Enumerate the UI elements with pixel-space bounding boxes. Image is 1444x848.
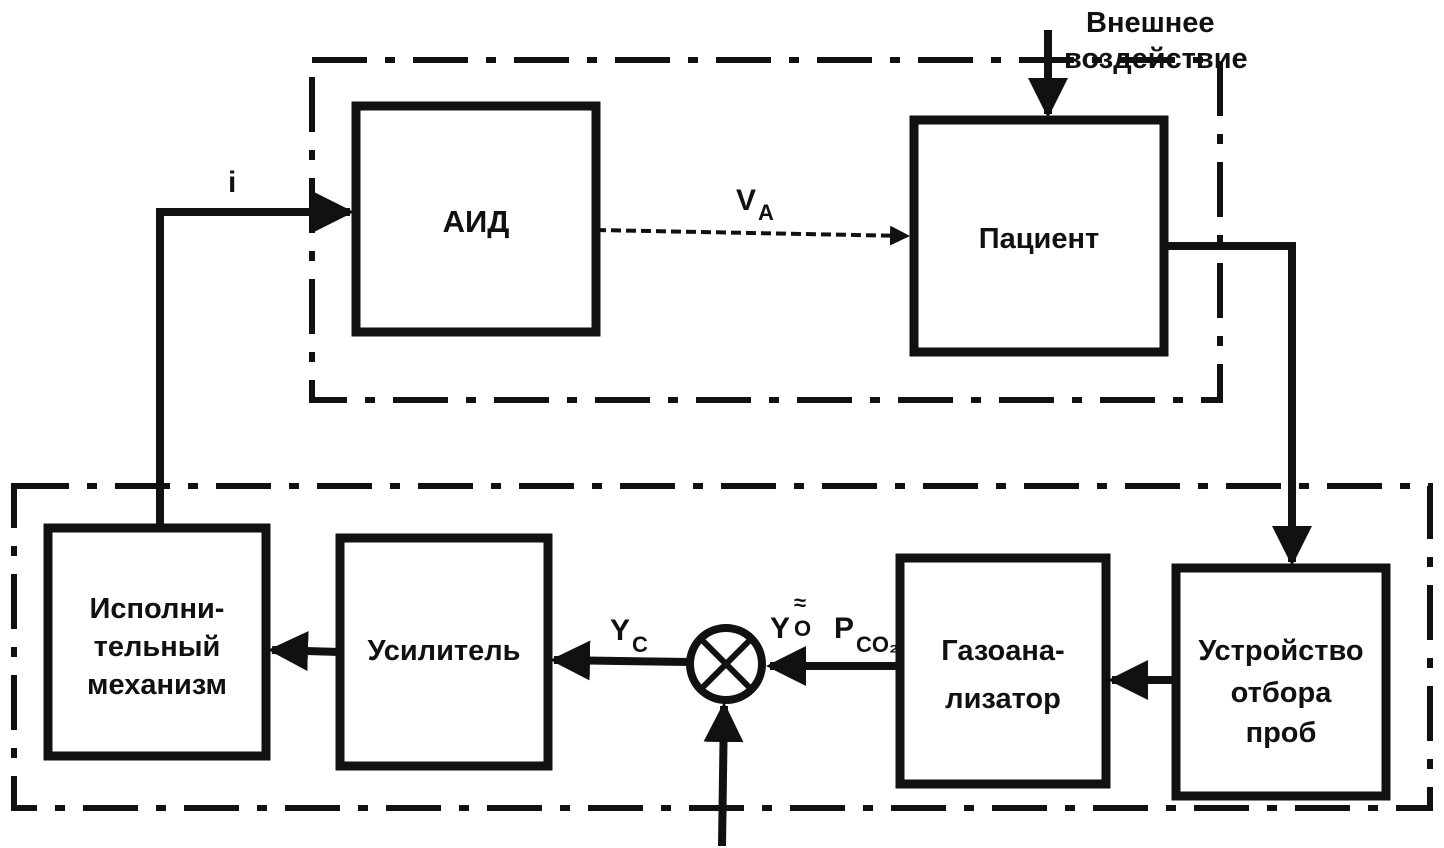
signal-va-main: V bbox=[736, 184, 756, 217]
wire-amplifier-to-actuator bbox=[268, 631, 341, 672]
summing-junction bbox=[686, 624, 766, 704]
wire-patient-to-sampler bbox=[1164, 242, 1312, 566]
external-input-line2: воздействие bbox=[1064, 43, 1248, 75]
block-sampler-line2: отбора bbox=[1231, 677, 1333, 709]
signal-i-label: i bbox=[228, 166, 236, 199]
object-boundary bbox=[309, 57, 1223, 403]
signal-pco2-sub: CO₂ bbox=[856, 632, 899, 657]
signal-pco2-main: P bbox=[834, 612, 854, 645]
block-actuator: Исполни- тельный механизм bbox=[43, 523, 271, 761]
signal-va-sub: A bbox=[758, 200, 774, 225]
external-input-line1: Внешнее bbox=[1086, 7, 1215, 39]
block-aid-label: АИД bbox=[443, 204, 510, 239]
block-gas-analyzer-line1: Газоана- bbox=[941, 635, 1064, 667]
wire-actuator-to-aid bbox=[156, 192, 354, 528]
signal-yo-accent: ≈ bbox=[794, 590, 806, 615]
block-patient-label: Пациент bbox=[979, 223, 1099, 255]
block-sampler-line1: Устройство bbox=[1198, 635, 1363, 667]
wire-aid-to-patient bbox=[595, 225, 910, 246]
block-gas-analyzer-line2: лизатор bbox=[945, 683, 1061, 715]
block-gas-analyzer: Газоана- лизатор bbox=[895, 553, 1111, 789]
block-amplifier: Усилитель bbox=[335, 533, 553, 771]
block-amplifier-label: Усилитель bbox=[367, 635, 520, 667]
block-sampler-line3: проб bbox=[1246, 717, 1317, 749]
block-actuator-line1: Исполни- bbox=[90, 593, 225, 625]
block-patient: Пациент bbox=[909, 115, 1169, 357]
signal-yo-main: Y bbox=[770, 612, 790, 645]
signal-yc-main: Y bbox=[610, 614, 630, 647]
wire-setpoint-to-junction bbox=[703, 702, 744, 847]
signal-yc-sub: C bbox=[632, 632, 648, 657]
block-sampler: Устройство отбора проб bbox=[1171, 563, 1391, 801]
block-actuator-line2: тельный bbox=[94, 631, 221, 663]
wire-junction-to-amplifier bbox=[550, 640, 691, 681]
block-aid: АИД bbox=[351, 101, 601, 337]
signal-yo-sub: O bbox=[794, 616, 811, 641]
block-actuator-line3: механизм bbox=[87, 669, 227, 701]
